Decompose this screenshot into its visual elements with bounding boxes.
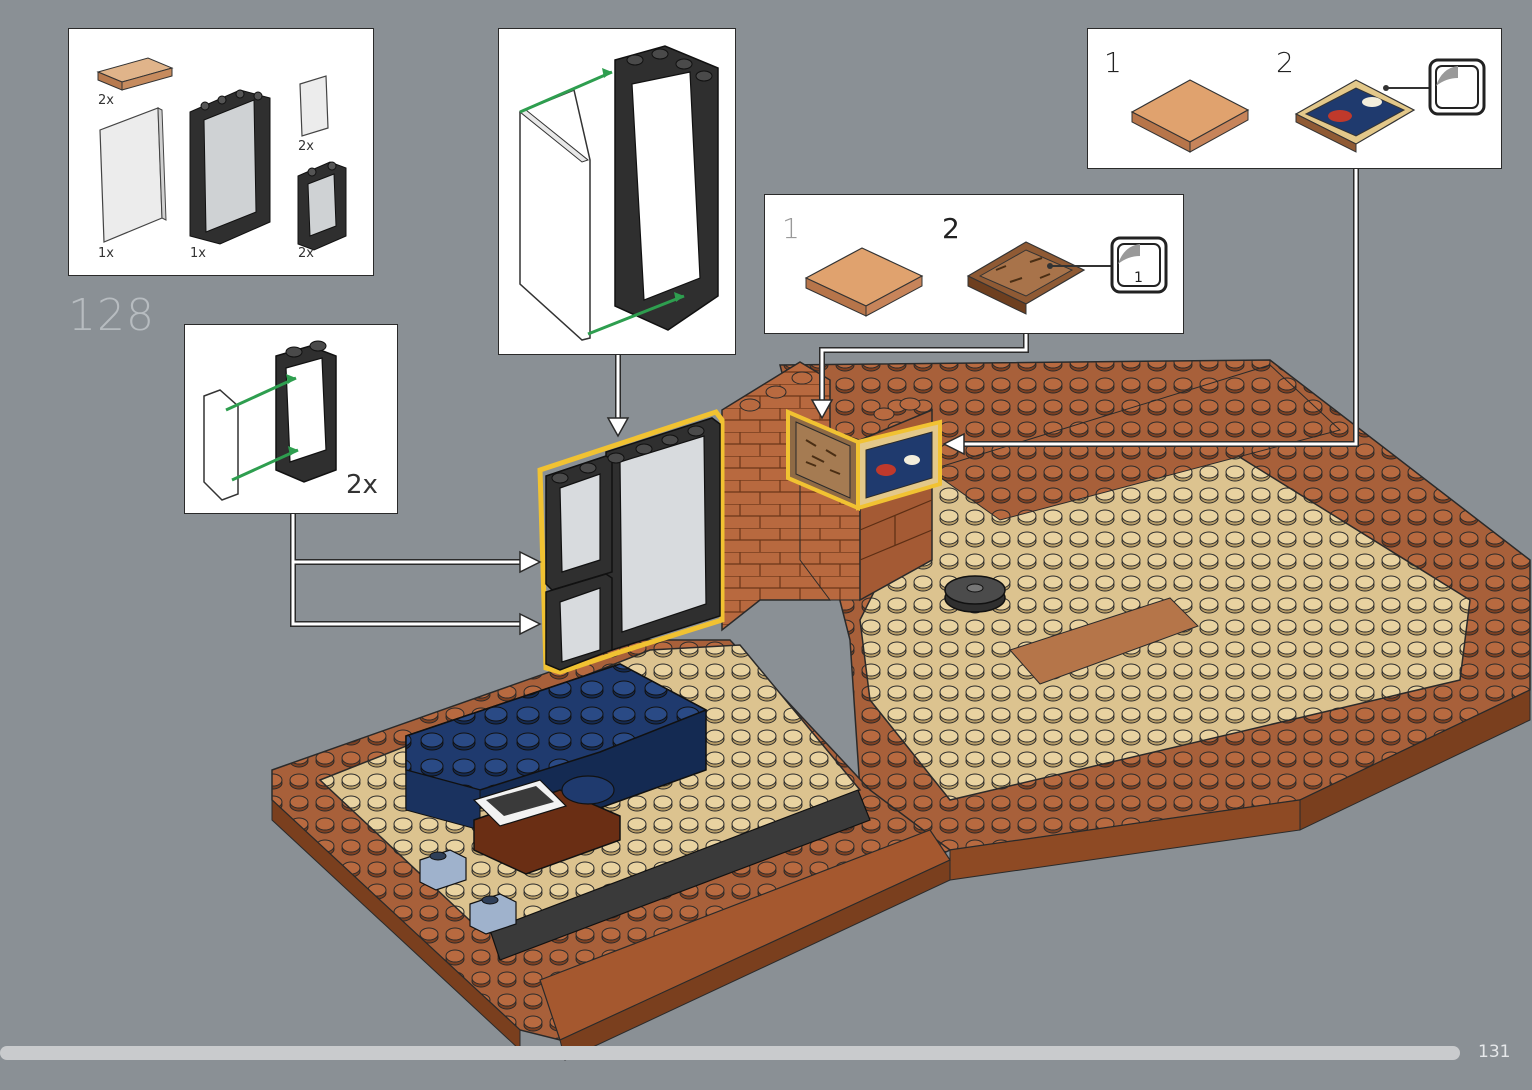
- round-plate: [945, 576, 1005, 612]
- picture-a-sticker-number: 1: [1134, 270, 1143, 286]
- picture-b-subassembly-art: [1132, 60, 1484, 152]
- page-number: 131: [1478, 1042, 1510, 1062]
- window-assembly: [540, 412, 722, 672]
- progress-bar: [0, 1046, 1460, 1060]
- picture-a-subassembly-art: [806, 238, 1166, 316]
- large-window-subassembly-art: [520, 46, 718, 340]
- small-window-subassembly-art: [204, 341, 336, 500]
